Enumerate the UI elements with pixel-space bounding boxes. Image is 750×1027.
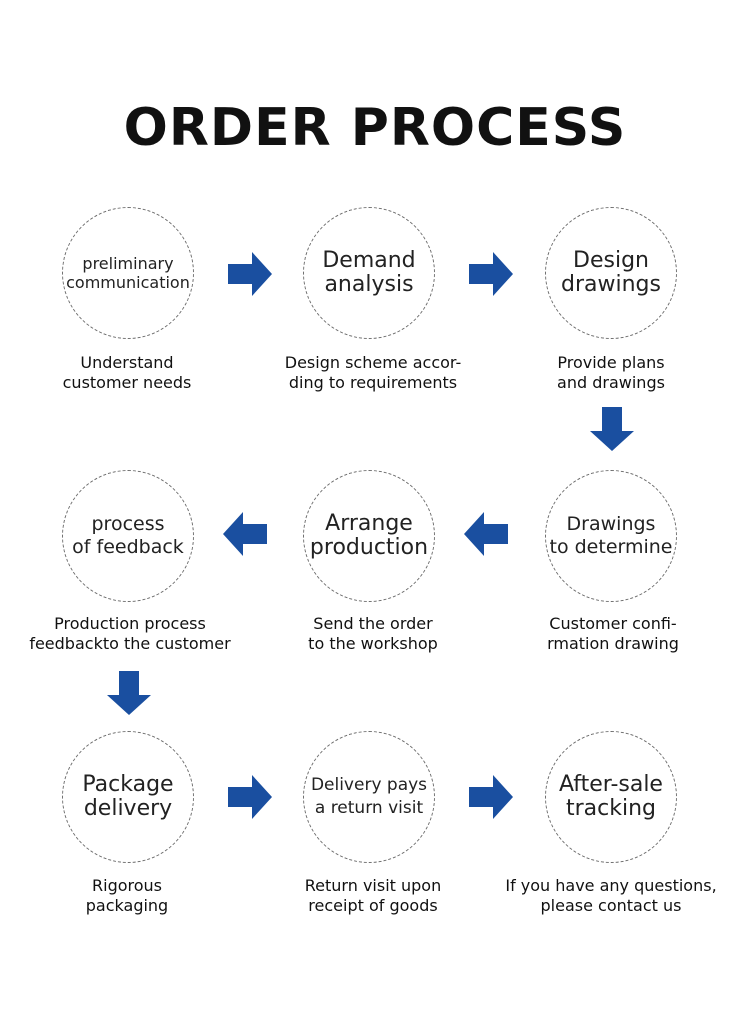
- description-line: Customer confi-: [549, 614, 677, 633]
- arrow-left-icon: [223, 512, 267, 556]
- arrow-down-icon: [107, 671, 151, 715]
- description-line: ding to requirements: [288, 373, 458, 392]
- step-circle-arrange-production: Arrange production: [303, 470, 435, 602]
- circle-label: Drawings: [566, 513, 656, 535]
- description-line: Rigorous: [92, 876, 162, 895]
- step-circle-package-delivery: Package delivery: [62, 731, 194, 863]
- circle-label: Design: [573, 248, 649, 273]
- description-line: Send the order: [313, 614, 433, 633]
- step-circle-preliminary-communication: preliminary communication: [62, 207, 194, 339]
- description-line: please contact us: [540, 896, 682, 915]
- arrow-right-icon: [228, 252, 272, 296]
- step-description: Customer confi- rmation drawing: [493, 614, 733, 654]
- circle-label: a return visit: [314, 798, 424, 818]
- step-description: Provide plans and drawings: [491, 353, 731, 393]
- circle-label: delivery: [83, 796, 173, 821]
- description-line: If you have any questions,: [505, 876, 717, 895]
- circle-label: Arrange: [325, 511, 413, 536]
- description-line: to the workshop: [308, 634, 438, 653]
- step-description: Production process feedbackto the custom…: [10, 614, 250, 654]
- step-circle-delivery-pays-a-return-visit: Delivery pays a return visit: [303, 731, 435, 863]
- description-line: packaging: [85, 896, 169, 915]
- step-description: Send the order to the workshop: [253, 614, 493, 654]
- step-circle-drawings-to-determine: Drawings to determine: [545, 470, 677, 602]
- step-description: Rigorous packaging: [7, 876, 247, 916]
- circle-label: of feedback: [72, 536, 184, 558]
- description-line: Return visit upon: [304, 876, 442, 895]
- arrow-right-icon: [469, 252, 513, 296]
- circle-label: preliminary: [82, 254, 174, 273]
- circle-label: drawings: [561, 272, 661, 297]
- circle-label: Package: [82, 772, 174, 797]
- description-line: and drawings: [557, 373, 665, 392]
- description-line: Understand: [80, 353, 174, 372]
- page-title: ORDER PROCESS: [123, 98, 627, 158]
- description-line: rmation drawing: [547, 634, 679, 653]
- circle-label: Delivery pays: [310, 775, 428, 795]
- description-line: Design scheme accor-: [284, 353, 462, 372]
- circle-label: process: [91, 513, 165, 535]
- circle-label: production: [309, 535, 429, 560]
- step-circle-after-sale-tracking: After-sale tracking: [545, 731, 677, 863]
- step-description: Design scheme accor- ding to requirement…: [253, 353, 493, 393]
- arrow-left-icon: [464, 512, 508, 556]
- arrow-down-icon: [590, 407, 634, 451]
- step-circle-process-of-feedback: process of feedback: [62, 470, 194, 602]
- step-description: Understand customer needs: [7, 353, 247, 393]
- arrow-right-icon: [228, 775, 272, 819]
- step-circle-demand-analysis: Demand analysis: [303, 207, 435, 339]
- step-description: Return visit upon receipt of goods: [253, 876, 493, 916]
- circle-label: Demand: [322, 248, 416, 273]
- arrow-right-icon: [469, 775, 513, 819]
- circle-label: After-sale: [559, 772, 663, 797]
- description-line: Provide plans: [557, 353, 665, 372]
- description-line: receipt of goods: [308, 896, 438, 915]
- description-line: Production process: [54, 614, 206, 633]
- circle-label: communication: [66, 273, 190, 292]
- step-circle-design-drawings: Design drawings: [545, 207, 677, 339]
- circle-label: to determine: [549, 536, 673, 558]
- description-line: feedbackto the customer: [29, 634, 231, 653]
- description-line: customer needs: [62, 373, 192, 392]
- circle-label: analysis: [324, 272, 414, 297]
- step-description: If you have any questions, please contac…: [491, 876, 731, 916]
- circle-label: tracking: [565, 796, 656, 821]
